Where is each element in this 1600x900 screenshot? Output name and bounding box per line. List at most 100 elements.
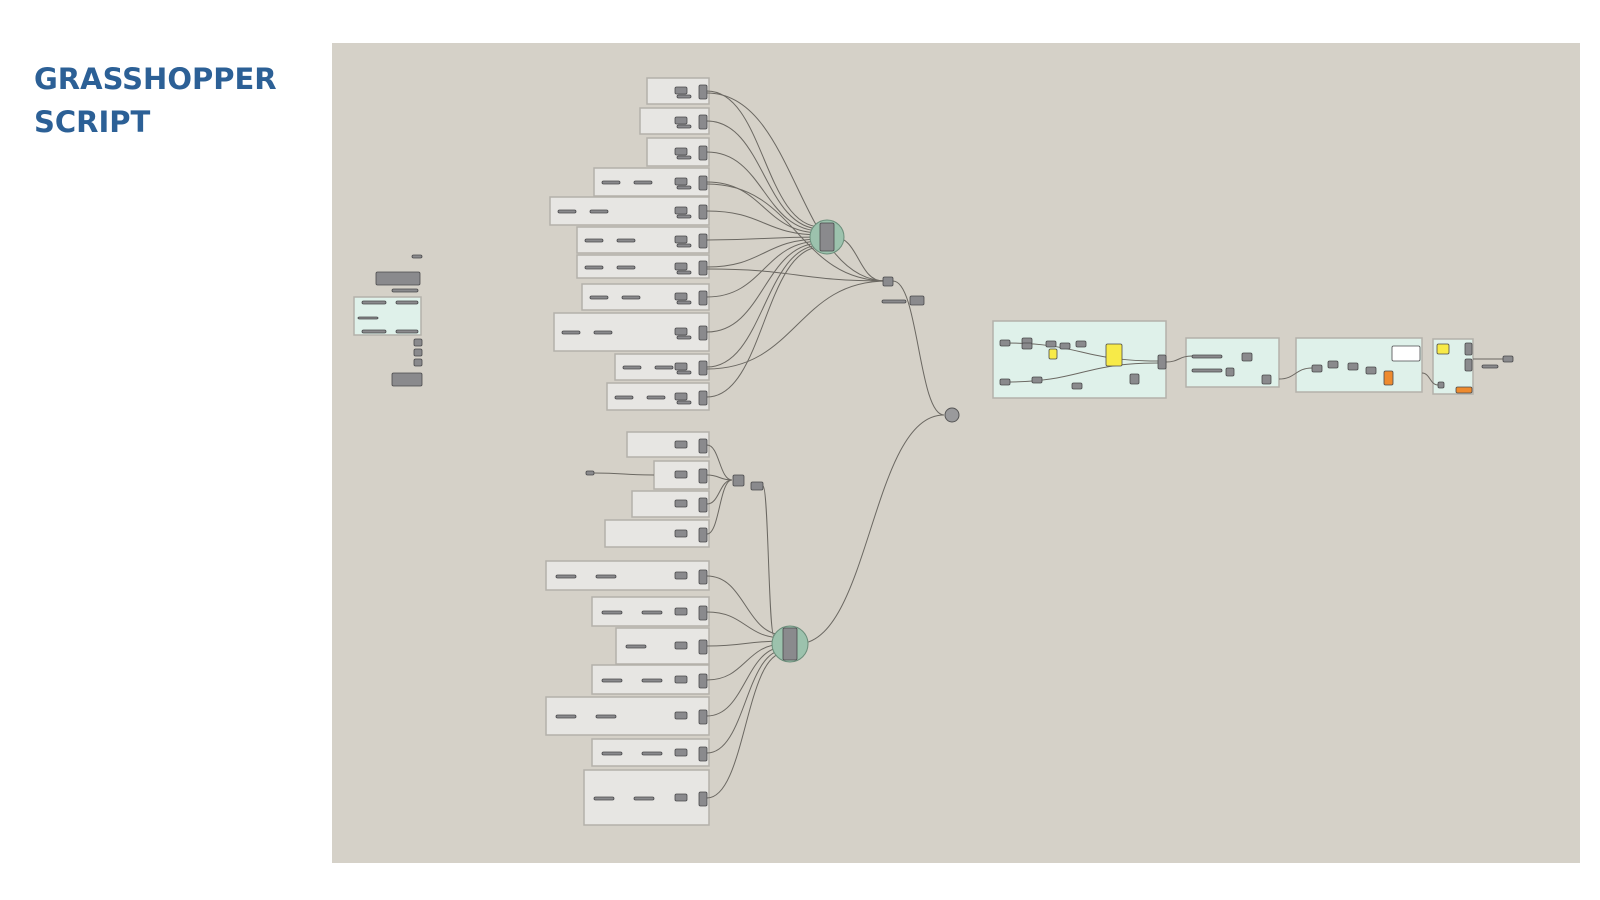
component[interactable] [882, 276, 894, 287]
param-stack[interactable] [375, 271, 421, 286]
output-param[interactable] [1157, 354, 1167, 370]
slider[interactable] [622, 365, 642, 370]
slider[interactable] [557, 209, 577, 214]
component[interactable] [676, 214, 692, 219]
component[interactable] [676, 400, 692, 405]
slider[interactable] [584, 238, 604, 243]
component[interactable] [676, 370, 692, 375]
component[interactable] [676, 300, 692, 305]
slider[interactable] [621, 295, 641, 300]
component[interactable] [674, 793, 688, 802]
component[interactable] [1075, 340, 1087, 348]
component[interactable] [1241, 352, 1253, 362]
panel-yellow-output[interactable] [1436, 343, 1450, 355]
component[interactable] [1225, 367, 1235, 377]
component[interactable] [1031, 376, 1043, 384]
output-param[interactable] [698, 468, 708, 484]
output-param[interactable] [698, 204, 708, 220]
slider[interactable] [589, 295, 609, 300]
param-node-2[interactable] [413, 358, 423, 367]
component[interactable] [674, 292, 688, 301]
slider[interactable] [633, 796, 655, 801]
slider[interactable] [555, 574, 577, 579]
slider[interactable] [641, 678, 663, 683]
component[interactable] [674, 607, 688, 616]
component[interactable] [999, 339, 1011, 347]
component[interactable] [674, 711, 688, 720]
component[interactable] [674, 748, 688, 757]
group-middle-4[interactable] [604, 519, 710, 548]
slider[interactable] [641, 751, 663, 756]
output-param[interactable] [698, 290, 708, 306]
output-param[interactable] [698, 527, 708, 543]
param-stack[interactable] [391, 372, 423, 387]
component[interactable] [676, 270, 692, 275]
slider[interactable] [357, 316, 379, 320]
panel-yellow[interactable] [1105, 343, 1123, 367]
panel-small[interactable] [1481, 364, 1499, 369]
component[interactable] [674, 327, 688, 336]
join-node[interactable] [944, 407, 960, 423]
slider[interactable] [616, 265, 636, 270]
component[interactable] [674, 675, 688, 684]
component[interactable] [674, 362, 688, 371]
component[interactable] [674, 147, 688, 156]
output-param[interactable] [698, 438, 708, 454]
component[interactable] [1347, 362, 1359, 371]
slider[interactable] [593, 330, 613, 335]
component[interactable] [676, 243, 692, 248]
component[interactable] [1261, 374, 1272, 385]
definition-graph[interactable] [332, 43, 1580, 863]
component[interactable] [674, 440, 688, 449]
grasshopper-canvas[interactable] [332, 43, 1580, 863]
component[interactable] [1129, 373, 1140, 385]
output-param[interactable] [698, 639, 708, 655]
component[interactable] [674, 470, 688, 479]
slider[interactable] [391, 288, 419, 293]
output-param[interactable] [698, 325, 708, 341]
slider[interactable] [555, 714, 577, 719]
panel-white[interactable] [1391, 345, 1421, 362]
component[interactable] [676, 155, 692, 160]
group-middle-3[interactable] [631, 490, 710, 518]
slider[interactable] [589, 209, 609, 214]
slider[interactable] [595, 574, 617, 579]
group-upper-2[interactable] [639, 107, 710, 135]
component[interactable] [1502, 355, 1514, 363]
param-node[interactable] [585, 470, 595, 476]
component[interactable] [674, 116, 688, 125]
slider[interactable] [361, 329, 387, 334]
slider[interactable] [395, 300, 419, 305]
output-param[interactable] [698, 673, 708, 689]
panel-small[interactable] [411, 254, 423, 259]
component[interactable] [999, 378, 1011, 386]
component[interactable] [1365, 366, 1377, 375]
component[interactable] [676, 185, 692, 190]
slider[interactable] [616, 238, 636, 243]
component[interactable] [1311, 364, 1323, 373]
component-orange-output[interactable] [1455, 386, 1473, 394]
slider[interactable] [881, 299, 907, 304]
output-param[interactable] [698, 390, 708, 406]
component[interactable] [1059, 342, 1071, 350]
slider[interactable] [395, 329, 419, 334]
output-param[interactable] [698, 233, 708, 249]
slider[interactable] [601, 751, 623, 756]
slider[interactable] [625, 644, 647, 649]
component[interactable] [909, 295, 925, 306]
component[interactable] [676, 335, 692, 340]
panel-yellow-small[interactable] [1048, 348, 1058, 360]
merge-component[interactable] [819, 222, 835, 252]
output-param[interactable] [698, 360, 708, 376]
output-param[interactable] [698, 260, 708, 276]
group-middle-1[interactable] [626, 431, 710, 458]
output-param[interactable] [698, 114, 708, 130]
component[interactable] [1327, 360, 1339, 369]
slider[interactable] [601, 678, 623, 683]
output-param[interactable] [698, 605, 708, 621]
component[interactable] [674, 262, 688, 271]
component[interactable] [676, 94, 692, 99]
component[interactable] [674, 235, 688, 244]
output-param[interactable] [698, 497, 708, 513]
slider[interactable] [561, 330, 581, 335]
